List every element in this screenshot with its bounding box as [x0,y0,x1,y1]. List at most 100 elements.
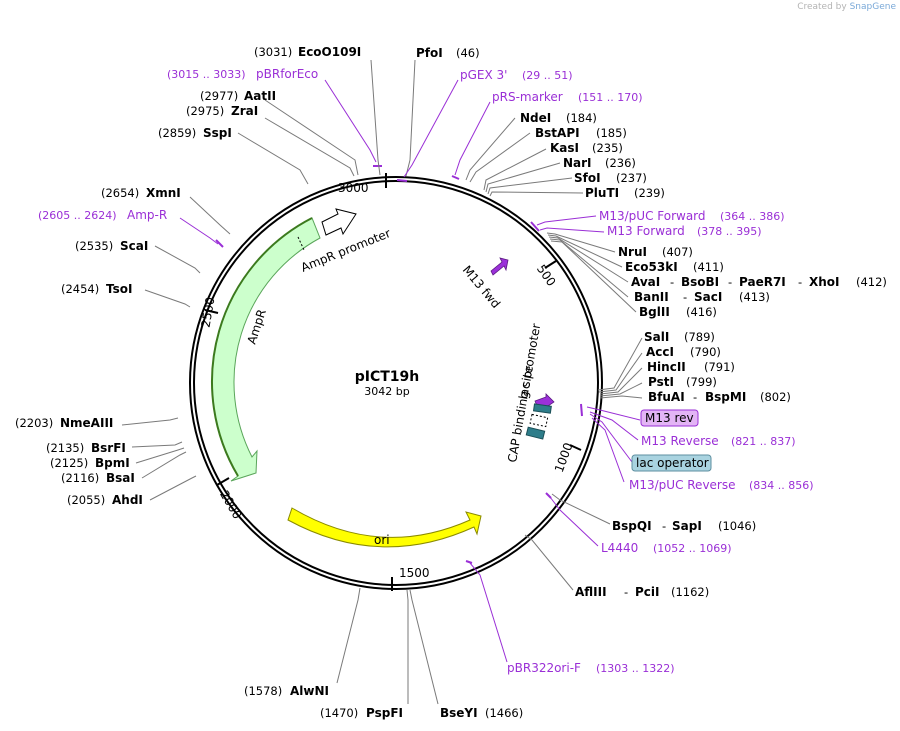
m13-rev-box[interactable] [640,409,699,427]
enz-pos-acci: (790) [690,345,721,359]
primer-pbrforeco[interactable]: pBRforEco [256,67,318,81]
enz-bsrfi[interactable]: BsrFI [91,441,126,455]
primer-m13-reverse[interactable]: M13 Reverse [641,434,719,448]
lac-promoter-feature[interactable] [529,413,549,428]
enz-bseyi[interactable]: BseYI [440,706,478,720]
primer-pbr322ori-f[interactable]: pBR322ori-F [507,661,581,675]
enz-zrai[interactable]: ZraI [231,104,258,118]
svg-text:-: - [728,275,732,289]
enz-acci[interactable]: AccI [646,345,674,359]
backbone-outer [189,176,603,590]
enz-pos-hincii: (791) [704,360,735,374]
enz-pluti[interactable]: PluTI [585,186,619,200]
enzyme-lines-top [144,59,416,308]
enz-sep-avai: - [670,275,674,289]
ampr-orf-line [211,217,313,477]
enz-sep-banii: - [683,290,687,304]
enz-kasi[interactable]: KasI [550,141,579,155]
m13-fwd-feature[interactable] [490,257,509,276]
enz-hincii[interactable]: HincII [647,360,686,374]
enz-sspi[interactable]: SspI [203,126,232,140]
primer-l4440[interactable]: L4440 [601,541,638,555]
enz-sfoi[interactable]: SfoI [574,171,601,185]
enz-pos-bpmi: (2125) [50,456,88,470]
tick-label-2500: 2500 [198,296,217,329]
enz-psti[interactable]: PstI [648,375,674,389]
enz-ecoo109i[interactable]: EcoO109I [298,45,361,59]
enz-tsoi[interactable]: TsoI [106,282,132,296]
enz-pfoi[interactable]: PfoI [416,46,443,60]
svg-text:-: - [662,519,666,533]
enz-alwni[interactable]: AlwNI [290,684,329,698]
lac-operator-feature[interactable] [532,403,552,414]
enz-pos-bstapi: (185) [596,126,627,140]
primer-range-pbr322ori-f: (1303 .. 1322) [596,662,675,675]
primer-range-m13-puc-reverse: (834 .. 856) [749,479,814,492]
enz-ahdi[interactable]: AhdI [112,493,143,507]
enz-bfuai[interactable]: BfuAI [648,390,685,404]
enz-eco53ki[interactable]: Eco53kI [625,260,678,274]
primer-amp-r[interactable]: Amp-R [127,208,167,222]
enz-bglii[interactable]: BglII [639,305,670,319]
enz-bstapi[interactable]: BstAPI [535,126,580,140]
enz-pos-nmeaiii: (2203) [15,416,53,430]
enz-pos-ndei: (184) [566,111,597,125]
enz-bspmi[interactable]: BspMI [705,390,746,404]
enz-bspqi[interactable]: BspQI [612,519,652,533]
tick-label-3000: 3000 [338,181,369,195]
primer-range-pbrforeco: (3015 .. 3033) [167,68,246,81]
ori-feature[interactable] [287,507,482,548]
svg-text:-: - [798,275,802,289]
enz-ndei[interactable]: NdeI [520,111,551,125]
primer-pgex3[interactable]: pGEX 3' [460,68,507,82]
primer-prs-marker[interactable]: pRS-marker [492,90,563,104]
enzyme-lines-left [121,417,197,501]
enz-pos-bglii: (416) [686,305,717,319]
enz-bpmi[interactable]: BpmI [95,456,130,470]
enz-xmni[interactable]: XmnI [146,186,181,200]
enz-pos-bsrfi: (2135) [46,441,84,455]
enz-nmeaiii[interactable]: NmeAIII [60,416,113,430]
enz-pos-sali: (789) [684,330,715,344]
lac-operator-box[interactable] [631,454,712,472]
enz-scai[interactable]: ScaI [120,239,148,253]
ampr-feature[interactable] [211,217,321,482]
enz-pos-nrui: (407) [662,245,693,259]
enz-pos-banii: (413) [739,290,770,304]
enz-pcii[interactable]: PciI [635,585,660,599]
cap-binding-site-feature[interactable] [525,426,546,440]
enz-afliii[interactable]: AflIII [575,585,607,599]
primer-m13-puc-forward[interactable]: M13/pUC Forward [599,209,706,223]
plasmid-length: 3042 bp [364,385,409,398]
enz-bsai[interactable]: BsaI [106,471,135,485]
enz-pos-alwni: (1578) [244,684,282,698]
enz-pspfi[interactable]: PspFI [366,706,403,720]
enz-nari[interactable]: NarI [563,156,592,170]
enz-aatii[interactable]: AatII [244,89,276,103]
enz-sali[interactable]: SalI [644,330,669,344]
m13-rev-box-label: M13 rev [645,411,694,425]
enz-pos-ecoo109i: (3031) [254,45,292,59]
cap-site-label: CAP binding site [505,365,536,464]
ampr-promoter-feature[interactable] [321,208,357,236]
primer-m13-puc-reverse[interactable]: M13/pUC Reverse [629,478,736,492]
enz-pos-pluti: (239) [634,186,665,200]
enz-xhoi[interactable]: XhoI [809,275,840,289]
enz-pos-tsoi: (2454) [61,282,99,296]
enz-bsobi[interactable]: BsoBI [681,275,719,289]
enz-sapi[interactable]: SapI [672,519,702,533]
enz-pos-kasi: (235) [592,141,623,155]
enz-pos-xmni: (2654) [101,186,139,200]
tick-label-1500: 1500 [399,566,430,580]
primer-m13-forward[interactable]: M13 Forward [607,224,685,238]
enz-avai[interactable]: AvaI [631,275,660,289]
enz-pos-bseyi: (1466) [485,706,523,720]
enz-pos-avai: (412) [856,275,887,289]
enz-pos-pfoi: (46) [456,46,480,60]
enz-pos-afliii: (1162) [671,585,709,599]
enz-paer7i[interactable]: PaeR7I [739,275,786,289]
tick-label-500: 500 [534,262,559,289]
enz-saci[interactable]: SacI [694,290,722,304]
enz-nrui[interactable]: NruI [618,245,647,259]
enz-banii[interactable]: BanII [634,290,669,304]
